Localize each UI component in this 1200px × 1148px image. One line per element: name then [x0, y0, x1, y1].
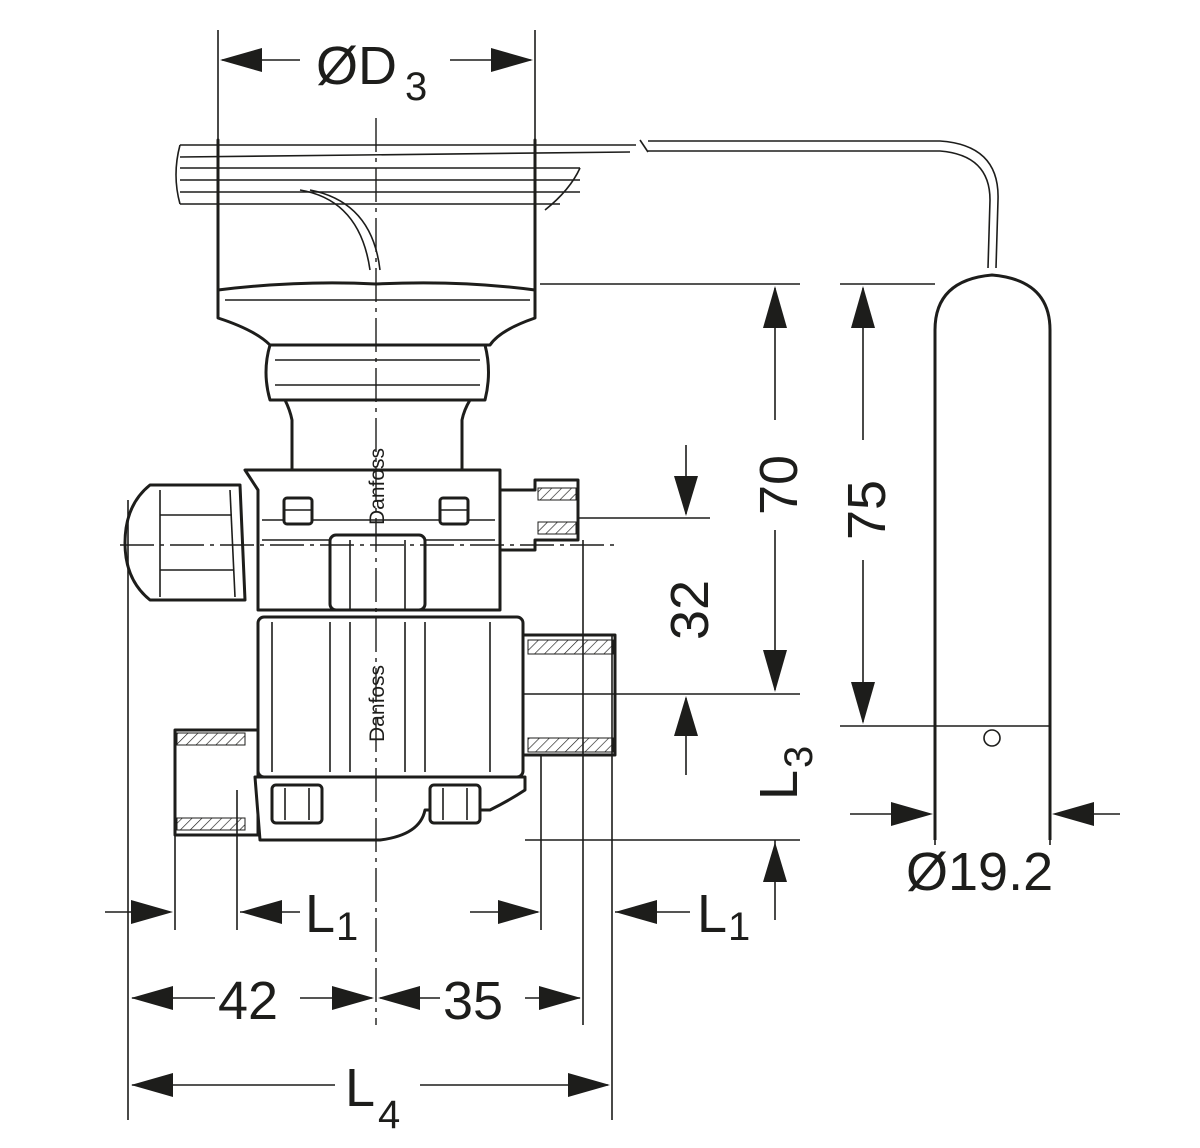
brand-label-upper: Danfoss — [366, 448, 389, 525]
dimension-bulb-diameter-label: Ø19.2 — [906, 842, 1053, 902]
dimension-35-label: 35 — [443, 971, 503, 1031]
power-head — [175, 138, 636, 472]
dimension-l1-right-label: L — [697, 884, 727, 944]
lower-valve-body — [173, 615, 617, 842]
dimension-d3-subscript: 3 — [405, 65, 427, 109]
dimension-32-label: 32 — [660, 580, 720, 640]
capillary-coil — [175, 144, 636, 211]
dimension-70-label: 70 — [749, 455, 809, 515]
dimension-l4-label: L — [345, 1058, 375, 1118]
dimension-l3-subscript: 3 — [777, 746, 821, 768]
dimension-l3-label: L — [749, 770, 809, 800]
capillary-tube — [639, 139, 999, 269]
dimension-75-label: 75 — [837, 480, 897, 540]
upper-valve-body — [123, 468, 580, 612]
dimension-l1-right-subscript: 1 — [728, 905, 750, 949]
dimension-l4-subscript: 4 — [378, 1093, 400, 1137]
dimension-42-label: 42 — [218, 971, 278, 1031]
brand-label-lower: Danfoss — [366, 665, 389, 742]
sensor-bulb — [933, 273, 1052, 840]
dimension-d3-label: ØD — [316, 36, 397, 96]
dimension-lines — [105, 30, 1120, 1120]
dimension-l1-left-label: L — [305, 884, 335, 944]
dimension-l1-left-subscript: 1 — [336, 905, 358, 949]
center-lines — [120, 118, 615, 1025]
